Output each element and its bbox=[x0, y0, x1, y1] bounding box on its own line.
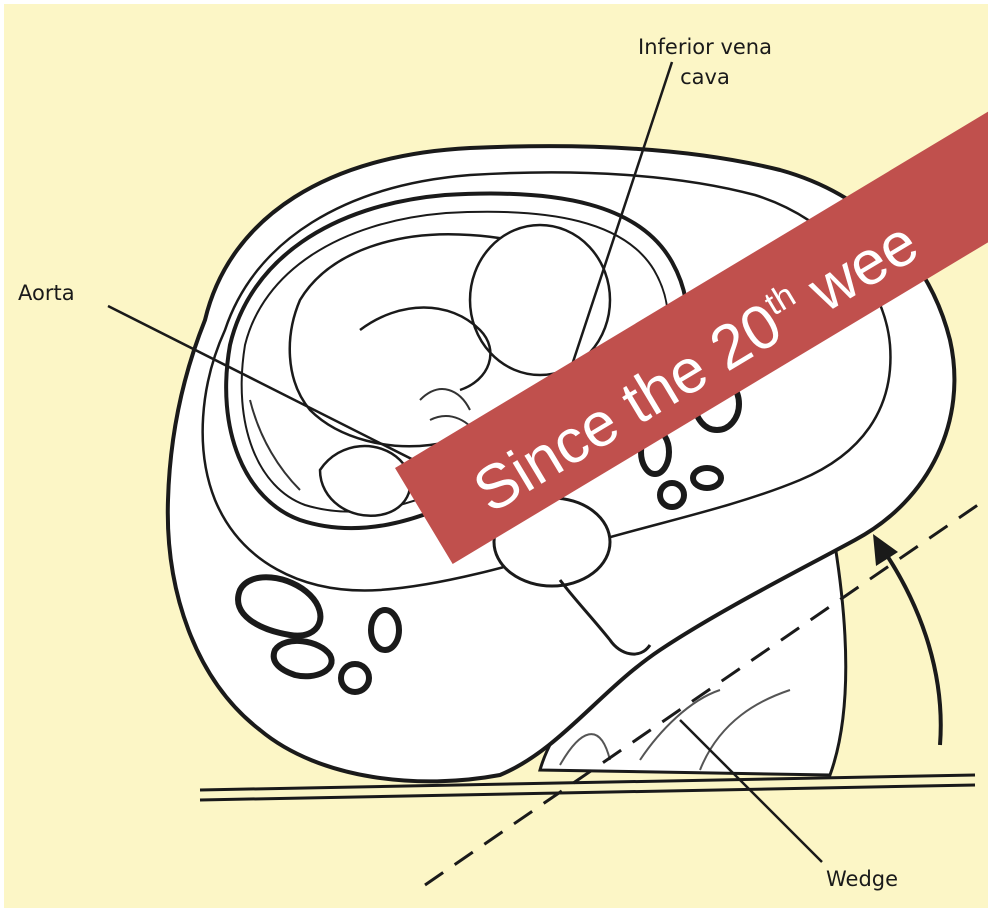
bowel-loop bbox=[341, 664, 369, 692]
bowel-loop bbox=[660, 483, 684, 507]
rotation-arrow bbox=[880, 545, 941, 745]
rotation-arrowhead bbox=[873, 534, 898, 566]
label-inferior-vena-cava: Inferior vena cava bbox=[615, 32, 795, 92]
label-wedge: Wedge bbox=[826, 864, 898, 894]
bowel-loop bbox=[693, 468, 721, 488]
label-ivc-line2: cava bbox=[615, 62, 795, 92]
label-aorta: Aorta bbox=[18, 278, 75, 308]
label-ivc-line1: Inferior vena bbox=[615, 32, 795, 62]
bowel-loop bbox=[274, 641, 332, 676]
bowel-loop bbox=[371, 610, 399, 650]
